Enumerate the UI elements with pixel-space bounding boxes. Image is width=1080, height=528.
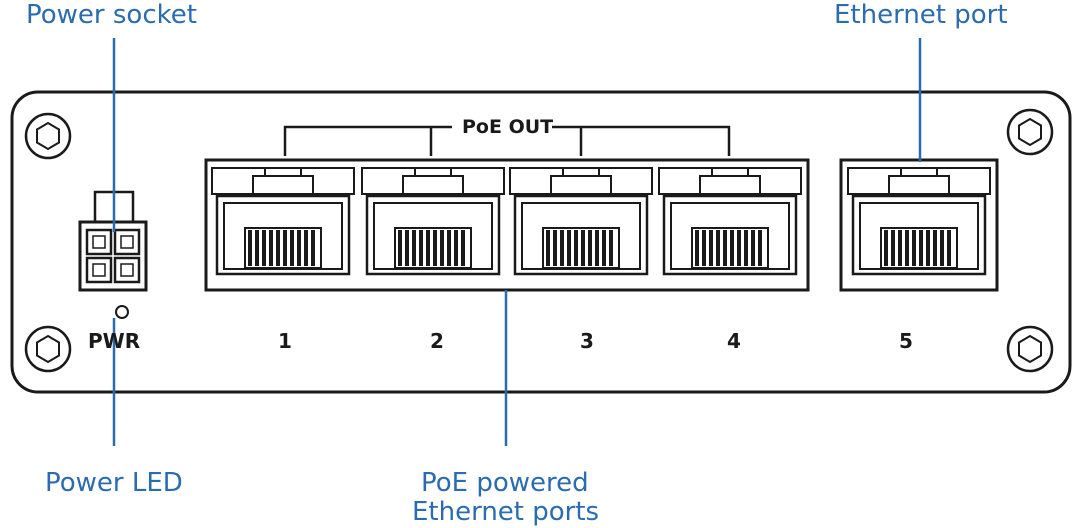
port-number-3: 3 <box>580 329 594 353</box>
ethernet-port-1 <box>211 167 355 276</box>
screw-top-right <box>1006 108 1054 156</box>
power-socket <box>78 190 148 292</box>
port-number-4: 4 <box>727 329 741 353</box>
power-led <box>115 305 129 319</box>
poe-ports-label-line1: PoE powered <box>421 468 589 498</box>
power-led-label: Power LED <box>45 468 183 498</box>
callout-lines <box>112 38 922 446</box>
screw-bottom-left <box>24 325 72 373</box>
port-number-1: 1 <box>278 329 292 353</box>
port-number-5: 5 <box>899 329 913 353</box>
poe-out-label: PoE OUT <box>462 116 554 138</box>
poe-out-bracket <box>283 125 731 156</box>
pwr-label: PWR <box>88 329 141 353</box>
ethernet-port-label: Ethernet port <box>834 0 1008 30</box>
port-number-2: 2 <box>430 329 444 353</box>
ethernet-port-2 <box>361 167 505 276</box>
power-socket-label: Power socket <box>26 0 197 30</box>
poe-ports-label-line2: Ethernet ports <box>412 497 600 527</box>
screw-top-left <box>24 112 72 160</box>
ethernet-port-3 <box>509 167 653 276</box>
ethernet-port-5 <box>847 167 991 276</box>
ethernet-port-4 <box>658 167 802 276</box>
screw-bottom-right <box>1006 325 1054 373</box>
